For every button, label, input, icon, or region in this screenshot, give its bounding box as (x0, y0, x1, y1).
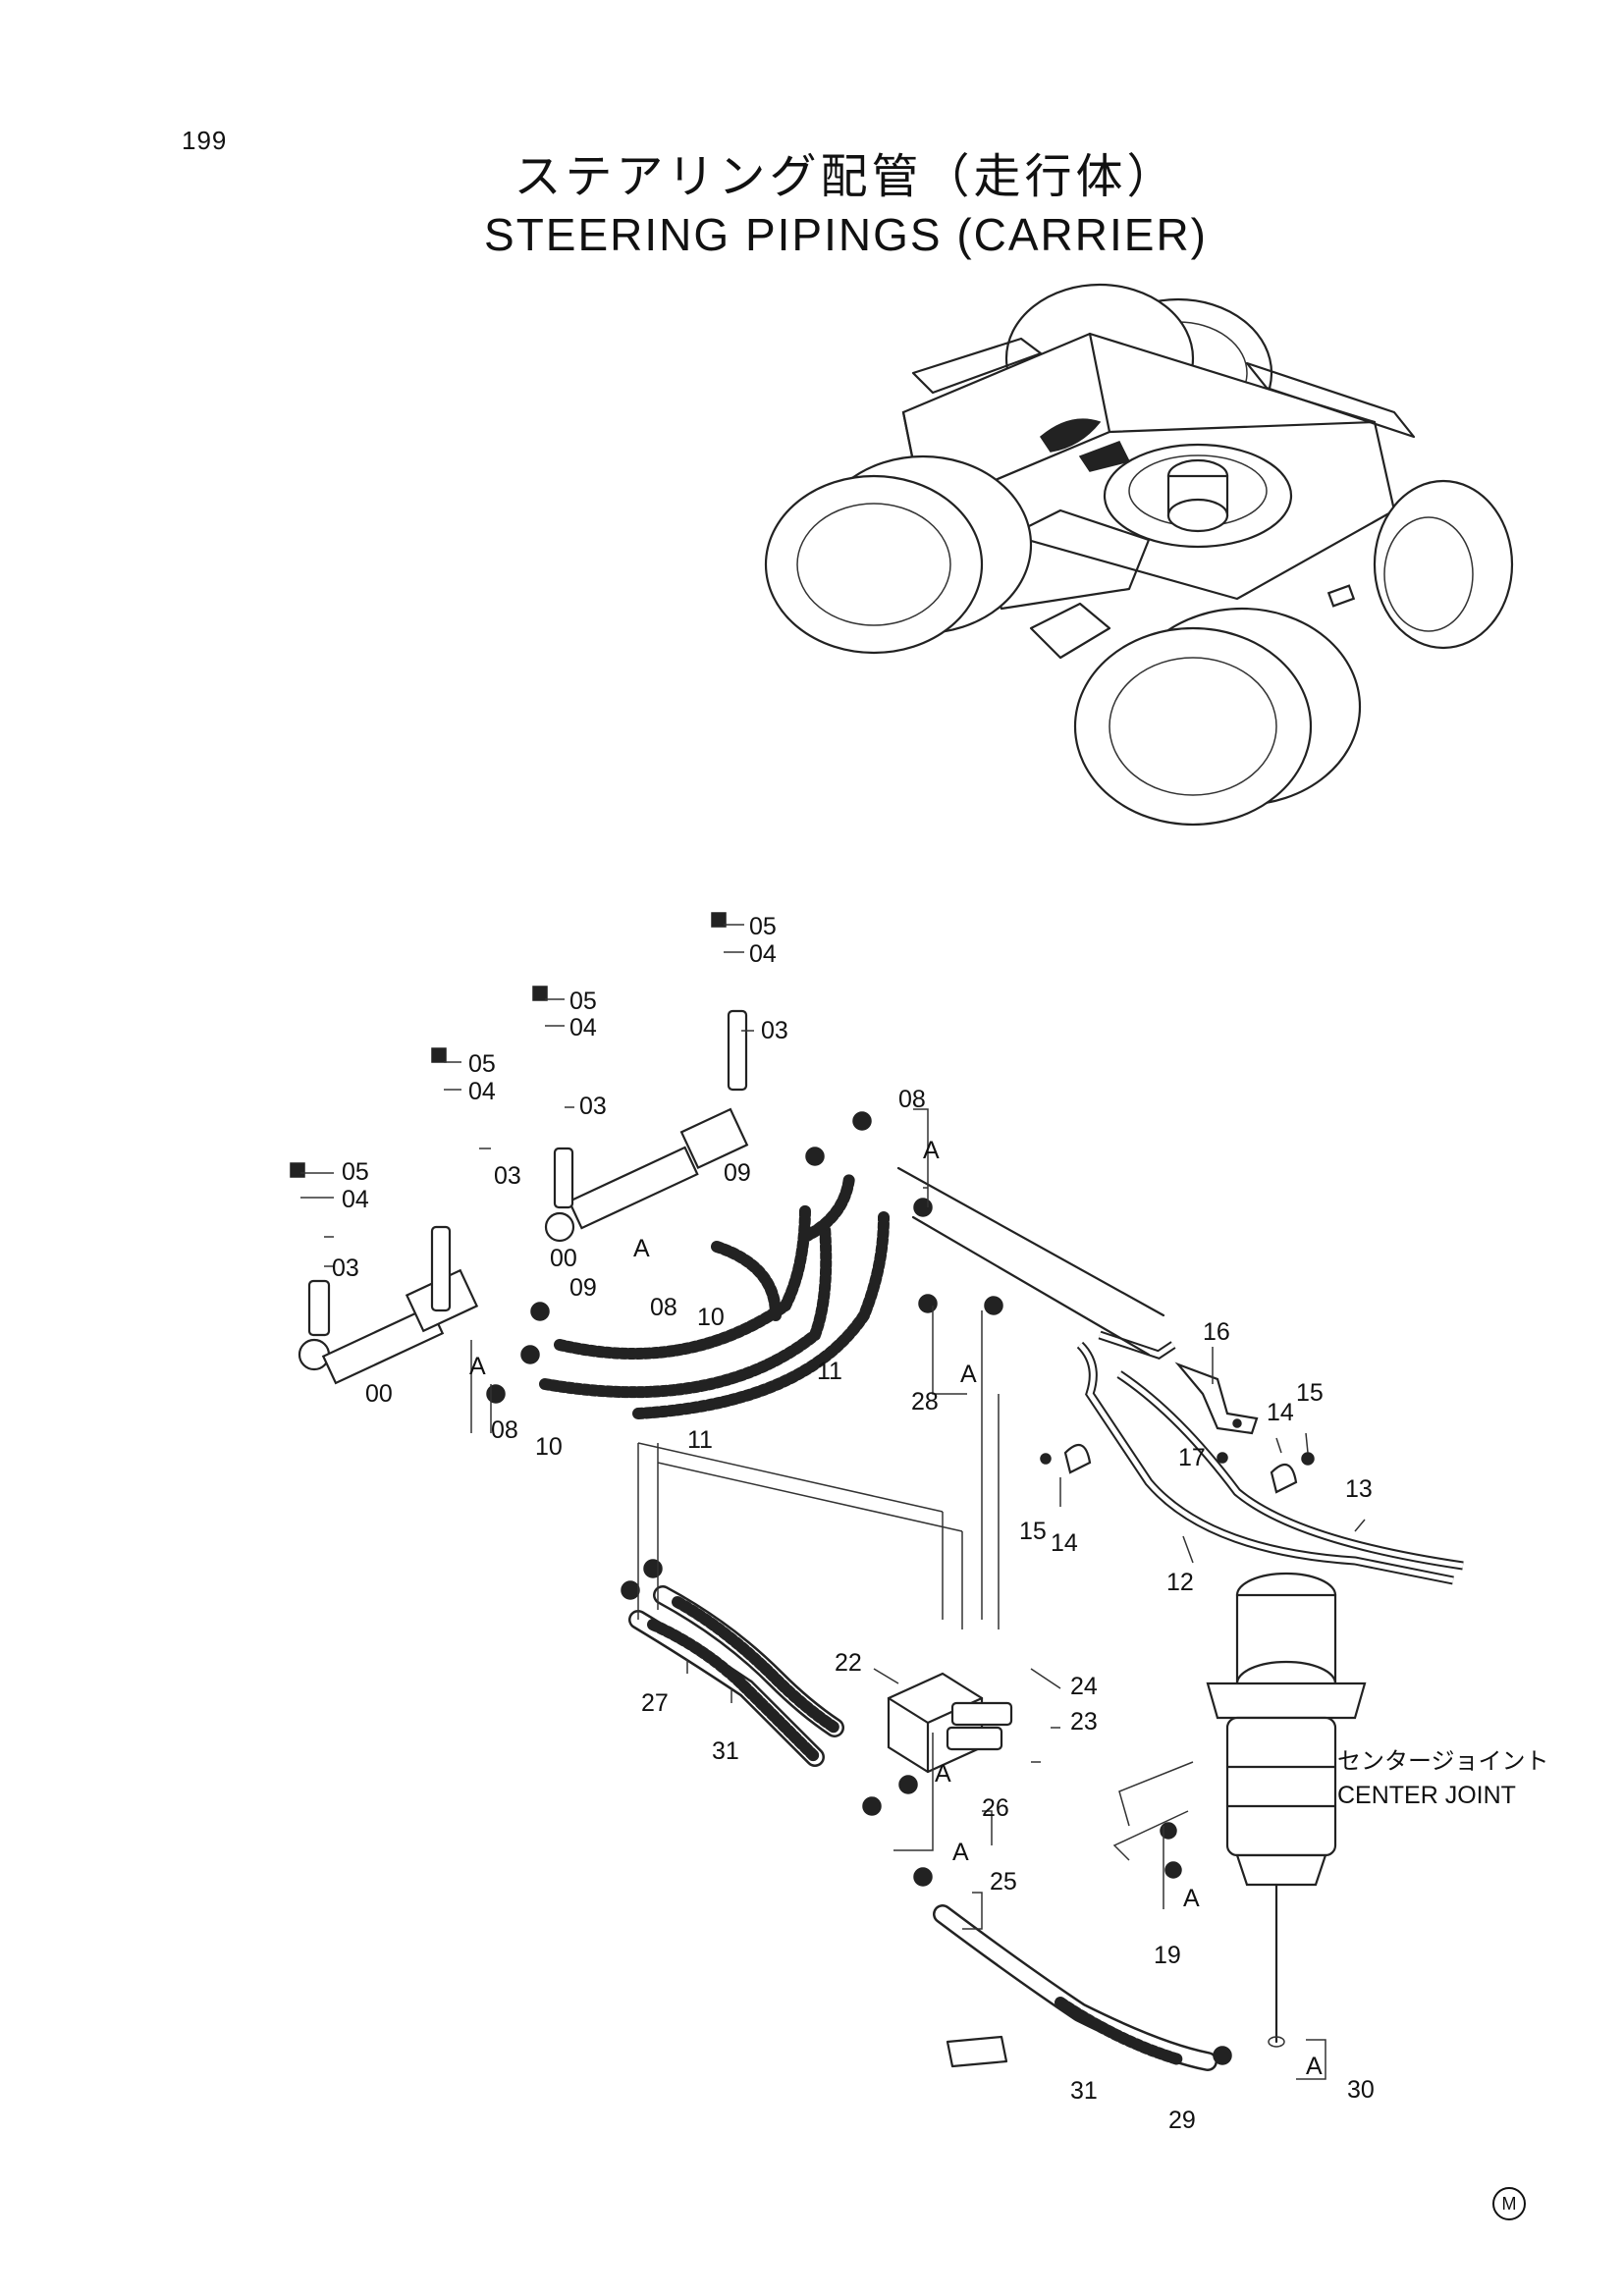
callout-09-b: 09 (569, 1274, 597, 1302)
callout-04-c: 04 (569, 1014, 597, 1041)
front-left-wheel (764, 454, 1033, 655)
callout-24: 24 (1070, 1673, 1098, 1700)
center-steering-cylinder (544, 1009, 749, 1243)
callout-a-6: A (952, 1839, 969, 1866)
callout-03-d: 03 (761, 1017, 788, 1044)
center-joint-illustration (1206, 1572, 1367, 2048)
callout-a-2: A (633, 1235, 650, 1262)
callout-15-b: 15 (1019, 1518, 1047, 1545)
callout-05-b: 05 (468, 1050, 496, 1078)
title-japanese: ステアリング配管（走行体） (514, 149, 1178, 204)
callout-12: 12 (1166, 1569, 1194, 1596)
callout-04-b: 04 (468, 1078, 496, 1105)
callout-09-a: 09 (724, 1159, 751, 1187)
callout-03-c: 03 (579, 1093, 607, 1120)
rear-right-wheel (1373, 479, 1514, 650)
callout-10-a: 10 (697, 1304, 725, 1331)
callout-08-b: 08 (650, 1294, 677, 1321)
hose-assemblies-lower (628, 1585, 1217, 2071)
callout-04-d: 04 (749, 940, 777, 968)
title-block: ステアリング配管（走行体） STEERING PIPINGS (CARRIER) (0, 147, 1623, 263)
callout-29: 29 (1168, 2107, 1196, 2134)
center-joint-label-jp: センタージョイント (1337, 1748, 1549, 1775)
callout-a-3: A (469, 1353, 486, 1380)
center-joint-label-en: CENTER JOINT (1337, 1782, 1516, 1809)
callout-a-8: A (1306, 2053, 1323, 2080)
callout-labels: 05 04 03 03 00 05 04 03 00 05 04 05 04 0… (332, 913, 1549, 2134)
carrier-overview-illustration (764, 283, 1514, 827)
left-steering-cylinder (298, 1225, 479, 1385)
callout-30: 30 (1347, 2076, 1375, 2104)
valve-block (887, 1672, 1013, 1774)
callout-19: 19 (1154, 1942, 1181, 1969)
callout-03-a: 03 (332, 1255, 359, 1282)
callout-11-b: 11 (687, 1426, 713, 1454)
brackets-and-clamps (1040, 1362, 1315, 1494)
callout-a-1: A (923, 1137, 940, 1164)
slewing-ring (1103, 443, 1293, 549)
callout-00-a: 00 (365, 1380, 393, 1408)
front-right-wheel (1073, 607, 1362, 827)
fittings (290, 912, 1232, 2068)
callout-05-c: 05 (569, 988, 597, 1015)
callout-08-c: 08 (491, 1416, 518, 1444)
page-number: 199 (182, 126, 228, 155)
hose-assemblies-upper (539, 1172, 890, 1419)
leader-lines (300, 924, 1366, 2080)
callout-a-5: A (935, 1760, 951, 1788)
m-mark: M (1492, 2187, 1526, 2220)
callout-31-a: 31 (712, 1737, 739, 1765)
callout-11-a: 11 (817, 1358, 842, 1385)
callout-10-b: 10 (535, 1433, 563, 1461)
callout-27: 27 (641, 1689, 669, 1717)
title-english: STEERING PIPINGS (CARRIER) (484, 209, 1208, 260)
callout-a-4: A (960, 1361, 977, 1388)
callout-28: 28 (911, 1388, 939, 1415)
callout-14-b: 14 (1051, 1529, 1078, 1557)
callout-04-a: 04 (342, 1186, 369, 1213)
callout-05-d: 05 (749, 913, 777, 940)
callout-08-a: 08 (898, 1086, 926, 1113)
callout-23: 23 (1070, 1708, 1098, 1735)
callout-14-a: 14 (1267, 1399, 1294, 1426)
callout-15-a: 15 (1296, 1379, 1324, 1407)
callout-31-b: 31 (1070, 2077, 1098, 2105)
callout-25: 25 (990, 1868, 1017, 1896)
steel-pipes (896, 1166, 1464, 1585)
callout-00-b: 00 (550, 1245, 577, 1272)
callout-a-7: A (1183, 1885, 1200, 1912)
callout-26: 26 (982, 1794, 1009, 1822)
callout-22: 22 (835, 1649, 862, 1677)
callout-17: 17 (1178, 1444, 1206, 1471)
callout-13: 13 (1345, 1475, 1373, 1503)
callout-05-a: 05 (342, 1158, 369, 1186)
callout-16: 16 (1203, 1318, 1230, 1346)
callout-03-b: 03 (494, 1162, 521, 1190)
